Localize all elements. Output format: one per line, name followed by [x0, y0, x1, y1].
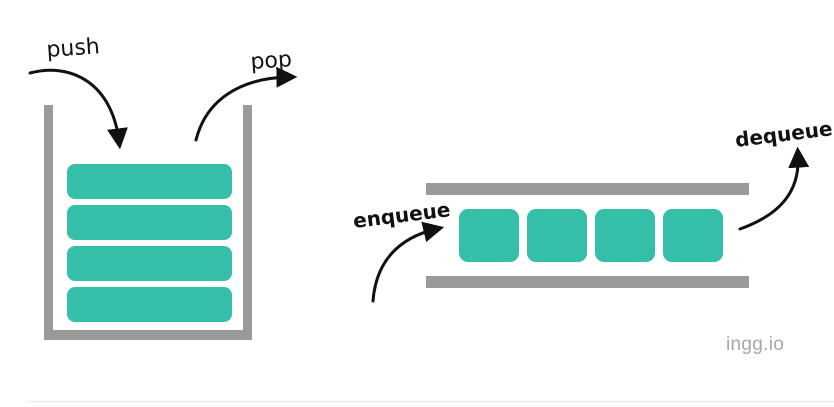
stack-wall-right	[243, 105, 252, 340]
stack-item	[67, 287, 232, 322]
watermark-text: ingg.io	[726, 334, 785, 355]
stack-item	[67, 205, 232, 240]
push-label: push	[46, 34, 101, 63]
queue-wall-bottom	[426, 276, 749, 288]
bottom-divider	[28, 401, 834, 402]
stack-items	[67, 164, 232, 322]
stack-item	[67, 246, 232, 281]
pop-label: pop	[250, 47, 293, 75]
dequeue-arrow-icon	[738, 146, 810, 231]
stack-wall-left	[44, 105, 53, 340]
queue-items	[459, 209, 723, 262]
queue-wall-top	[426, 183, 749, 195]
push-arrow-icon	[28, 68, 128, 150]
queue-item	[459, 209, 519, 262]
pop-arrow-icon	[194, 66, 298, 142]
stack-wall-bottom	[44, 330, 252, 340]
enqueue-label: enqueue	[352, 197, 452, 233]
stack-item	[67, 164, 232, 199]
enqueue-arrow-icon	[371, 221, 445, 303]
dequeue-label: dequeue	[734, 116, 834, 152]
queue-container	[426, 183, 749, 288]
stack-container	[44, 105, 252, 340]
queue-item	[527, 209, 587, 262]
queue-item	[663, 209, 723, 262]
queue-item	[595, 209, 655, 262]
